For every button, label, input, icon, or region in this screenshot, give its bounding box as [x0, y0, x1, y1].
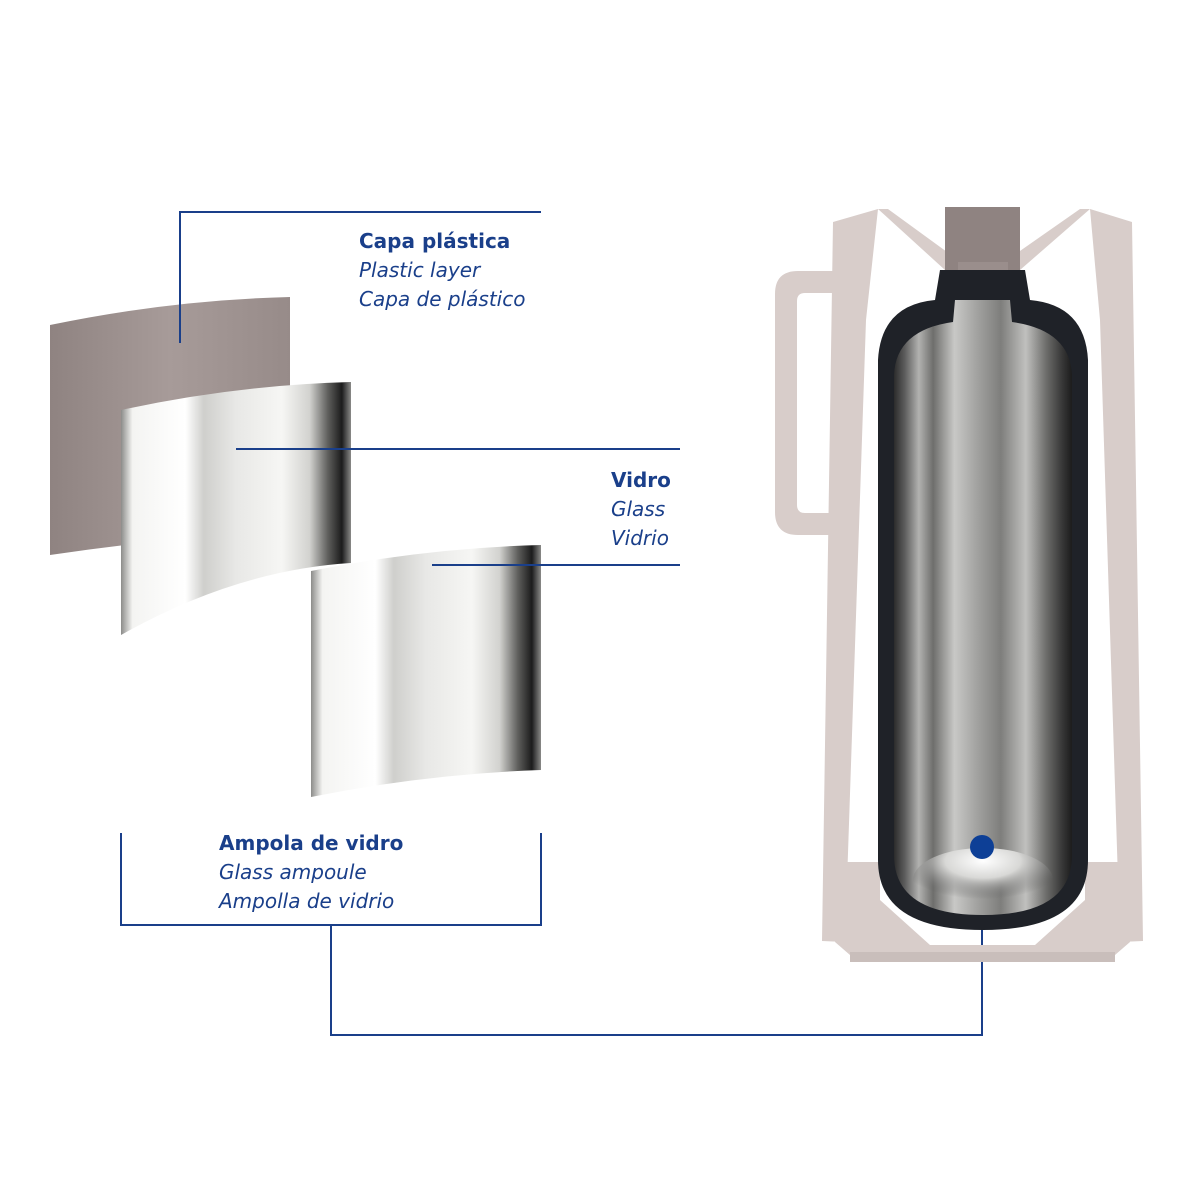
ampoule-marker-dot [970, 835, 994, 859]
glass-ampoule-label: Ampola de vidro Glass ampoule Ampolla de… [219, 829, 403, 916]
thermos-cap [945, 207, 1020, 272]
plastic-layer-english: Plastic layer [359, 258, 481, 282]
glass-ampoule [894, 300, 1072, 915]
plastic-layer-label: Capa plástica Plastic layer Capa de plás… [359, 227, 525, 314]
thermos-handle [775, 271, 845, 535]
glass-ampoule-english: Glass ampoule [219, 860, 367, 884]
glass-spanish: Vidrio [611, 526, 669, 550]
thermos-wall-right [1090, 209, 1143, 942]
thermos-base [835, 862, 1130, 955]
thermos-wall-left [822, 209, 878, 942]
glass-panel-back [311, 545, 541, 797]
glass-label: Vidro Glass Vidrio [611, 466, 671, 553]
glass-title: Vidro [611, 468, 671, 492]
thermos-shoulder [878, 209, 1090, 270]
glass-ampoule-spanish: Ampolla de vidrio [219, 889, 395, 913]
ampoule-bottom-reflection [913, 848, 1053, 912]
thermos-base-foot [850, 952, 1115, 962]
glass-ampoule-title: Ampola de vidro [219, 831, 404, 855]
plastic-leader-line [179, 211, 541, 343]
glass-english: Glass [611, 497, 666, 521]
glass-panel-front [121, 382, 351, 635]
plastic-layer-spanish: Capa de plástico [359, 287, 526, 311]
plastic-layer-title: Capa plástica [359, 229, 511, 253]
